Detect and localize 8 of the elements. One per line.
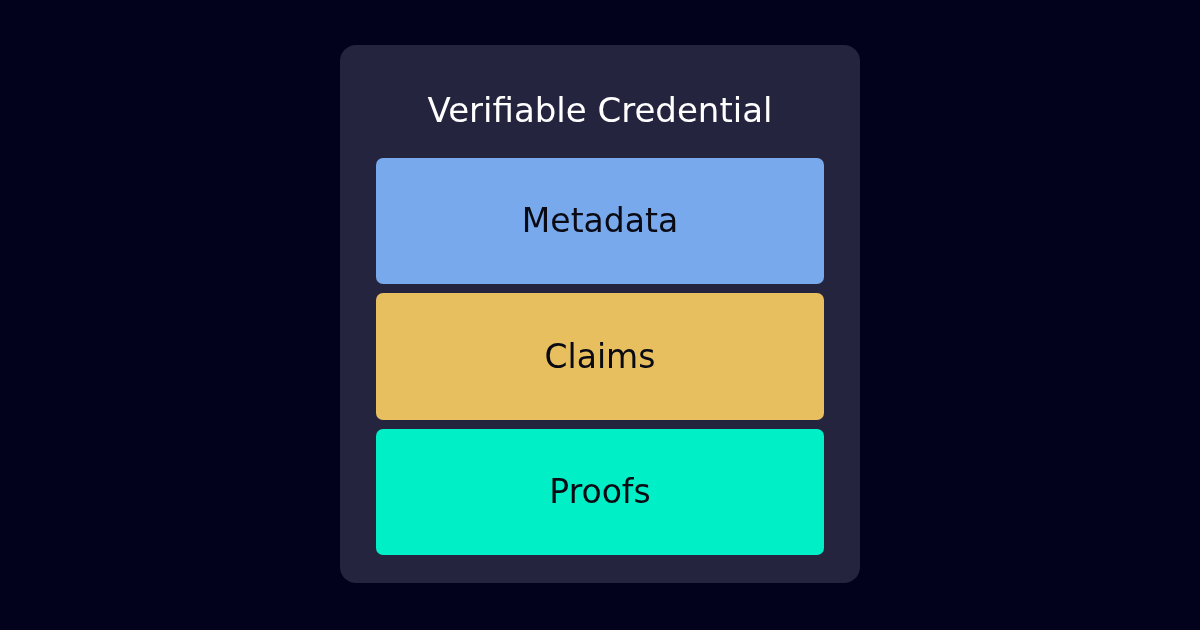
section-label: Proofs: [549, 472, 651, 512]
section-box: [376, 293, 824, 420]
section-label: Metadata: [521, 201, 679, 241]
panel-title: Verifiable Credential: [426, 89, 774, 131]
section-box: [376, 429, 824, 555]
section-box: [376, 158, 824, 284]
container-panel: [340, 45, 860, 583]
section-label: Claims: [544, 336, 656, 377]
